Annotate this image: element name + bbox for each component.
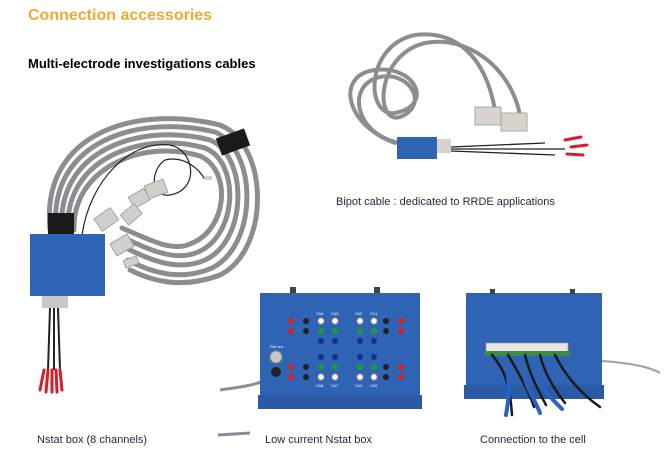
caption-bipot-cable: Bipot cable : dedicated to RRDE applicat… (336, 196, 555, 208)
caption-low-current-nstat-box: Low current Nstat box (265, 434, 372, 446)
channel-label: Ch4 (355, 383, 363, 388)
caption-nstat-box: Nstat box (8 channels) (37, 434, 148, 446)
nstat-box-cable-photo (30, 116, 260, 437)
bipot-cable-photo (348, 32, 589, 159)
nstat-box-body (30, 234, 105, 296)
section-heading: Multi-electrode investigations cables (28, 56, 256, 71)
channel-label: Ch7 (331, 383, 339, 388)
ref-out-label: Ref out (270, 344, 284, 349)
channel-label: Ch8 (316, 383, 324, 388)
low-current-nstat-box-photo: Ch6 Ch3 Ch2 Ch1 Ch8 Ch7 Ch4 Ch5 Ref out (219, 287, 422, 409)
channel-label: Ch3 (331, 311, 339, 316)
caption-connection-to-cell: Connection to the cell (480, 434, 586, 446)
page-title: Connection accessories (28, 7, 213, 24)
db-connector (500, 112, 528, 132)
channel-label: Ch5 (370, 383, 378, 388)
channel-label: Ch6 (316, 311, 324, 316)
bipot-box-body (397, 137, 437, 159)
db-connector (474, 106, 502, 126)
channel-label: Ch2 (355, 311, 363, 316)
channel-label: Ch1 (370, 311, 378, 316)
connection-to-cell-photo (464, 289, 661, 417)
velcro-strap (215, 128, 251, 156)
